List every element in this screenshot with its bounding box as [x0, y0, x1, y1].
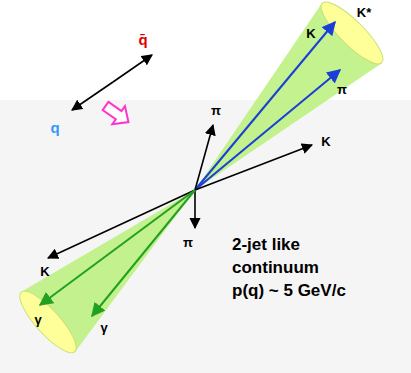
track-arrow	[48, 190, 195, 258]
transition-arrow	[99, 97, 135, 131]
photon-arrow	[92, 190, 195, 316]
particle-label: π	[211, 104, 221, 118]
photon-arrow	[40, 190, 195, 305]
quark-arrow	[113, 55, 152, 82]
track-arrow	[195, 145, 312, 190]
particle-label: K*	[357, 6, 371, 20]
note-text: 2-jet like	[232, 236, 300, 255]
quark-label: q	[50, 120, 59, 137]
particle-label: K	[321, 135, 330, 149]
particle-label: γ	[100, 321, 107, 335]
track-arrow	[194, 190, 196, 228]
background-band	[0, 100, 411, 373]
track-arrow	[195, 70, 340, 190]
track-arrow	[195, 125, 213, 190]
particle-label: π	[183, 236, 193, 250]
cone-end	[314, 0, 390, 71]
particle-label: K	[40, 265, 49, 279]
note-text: continuum	[232, 259, 319, 278]
quark-label: q̄	[138, 32, 147, 49]
particle-label: γ	[34, 313, 41, 327]
track-arrow	[195, 22, 335, 190]
particle-label: π	[337, 83, 347, 97]
note-text: p(q) ~ 5 GeV/c	[232, 282, 346, 301]
particle-label: K	[306, 27, 315, 41]
cone-end	[12, 284, 83, 360]
